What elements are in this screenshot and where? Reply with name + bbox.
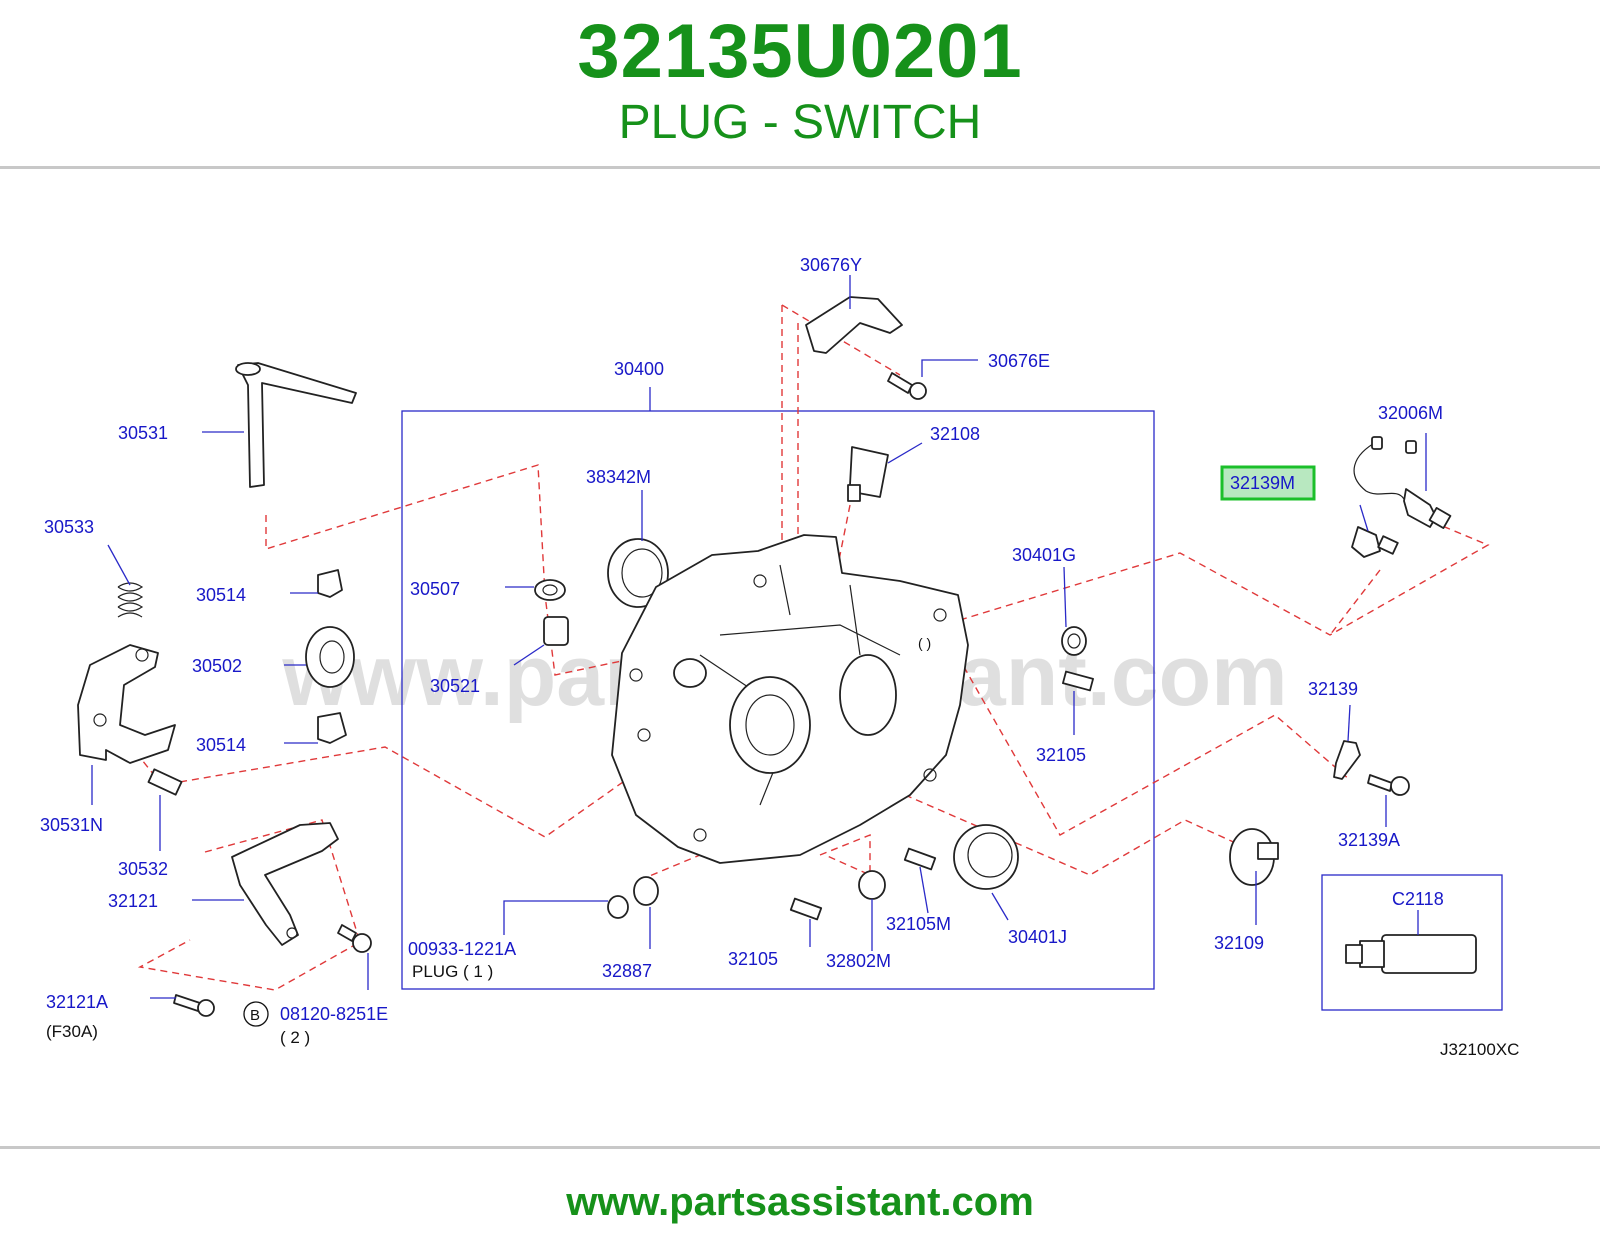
plate-32139 [1333,740,1361,780]
diagram-code: J32100XC [1440,1040,1519,1059]
b-marker-circle [243,1001,269,1027]
bolt-30676E [887,372,927,400]
spring-30533 [117,582,144,618]
oil-seal-38342M [607,538,669,608]
callout-32105M: 32105M [886,914,951,934]
callout-30521: 30521 [430,676,480,696]
callout-32105-right: 32105 [1036,745,1086,765]
sleeve-30521 [543,616,569,646]
plug-qty-note: PLUG ( 1 ) [412,962,493,981]
part-name-subtitle: PLUG - SWITCH [618,96,982,149]
callout-30676E: 30676E [988,351,1050,371]
callout-08120-8251E: 08120-8251E [280,1004,388,1024]
pin-30532 [147,768,183,796]
callout-32121A: 32121A [46,992,108,1012]
dowel-32105-bottom [789,897,823,921]
part-number-title: 32135U0201 [577,9,1023,94]
callout-30400: 30400 [614,359,664,379]
switch-32006M [1353,436,1452,529]
bolt-qty-note: ( 2 ) [280,1028,310,1047]
svg-text:( ): ( ) [918,635,931,651]
seal-30401G [1061,626,1087,656]
screw-32139A [1367,774,1410,796]
callout-30533: 30533 [44,517,94,537]
footer-divider [0,1146,1600,1149]
callout-30531: 30531 [118,423,168,443]
callout-32121: 32121 [108,891,158,911]
page-header: 32135U0201 PLUG - SWITCH [0,0,1600,168]
b-marker-text: B [250,1007,260,1024]
dowel-32105-right [1062,670,1094,692]
callout-32108: 32108 [930,424,980,444]
bracket-30676Y [805,296,903,354]
highlight-box-32139M [1220,465,1316,501]
callout-labels: 30676Y 30676E 30400 30531 32108 32006M 3… [40,255,1519,1059]
bolt-08120-8251E [337,924,372,953]
callout-30401J: 30401J [1008,927,1067,947]
callout-30532: 30532 [118,859,168,879]
transaxle-housing-30400: ( ) [611,534,969,864]
clip-30514-bottom [317,712,347,744]
callout-32105-bottom: 32105 [728,949,778,969]
bushing-30507 [534,579,566,601]
callout-30507: 30507 [410,579,460,599]
dowel-32105M [903,847,937,871]
bolt-32121A [173,994,215,1017]
leader-lines [91,275,1427,999]
callout-32139M[interactable]: 32139M [1230,473,1295,493]
f30a-note: (F30A) [46,1022,98,1041]
shift-fork-30531N [77,644,176,764]
callout-32139A: 32139A [1338,830,1400,850]
collar-32802M [858,870,886,900]
plug-32139M [1351,526,1399,558]
cover-32108 [847,446,889,502]
header-divider [0,166,1600,169]
gear-32109 [1229,828,1279,886]
callout-32802M: 32802M [826,951,891,971]
callout-32006M: 32006M [1378,403,1443,423]
callout-30531N: 30531N [40,815,103,835]
lever-32121 [231,822,339,946]
callout-00933-1221A: 00933-1221A [408,939,516,959]
release-bearing-30502 [305,626,355,688]
sealant-tube-C2118 [1345,934,1477,974]
clip-30514-top [317,569,343,598]
footer-website-link[interactable]: www.partsassistant.com [566,1180,1034,1224]
callout-30514-bottom: 30514 [196,735,246,755]
sealant-group-box [1321,874,1503,1011]
callout-30676Y: 30676Y [800,255,862,275]
ring-32887 [607,876,659,919]
callout-30401G: 30401G [1012,545,1076,565]
shift-lever-30531 [235,362,357,488]
callout-32887: 32887 [602,961,652,981]
callout-32109: 32109 [1214,933,1264,953]
seal-30401J [953,824,1019,890]
callout-38342M: 38342M [586,467,651,487]
callout-30514-top: 30514 [196,585,246,605]
housing-group-box [401,410,1155,990]
callout-30502: 30502 [192,656,242,676]
callout-C2118: C2118 [1392,889,1444,909]
parts-diagram: www.partsassistant.com [0,235,1600,1105]
callout-32139: 32139 [1308,679,1358,699]
